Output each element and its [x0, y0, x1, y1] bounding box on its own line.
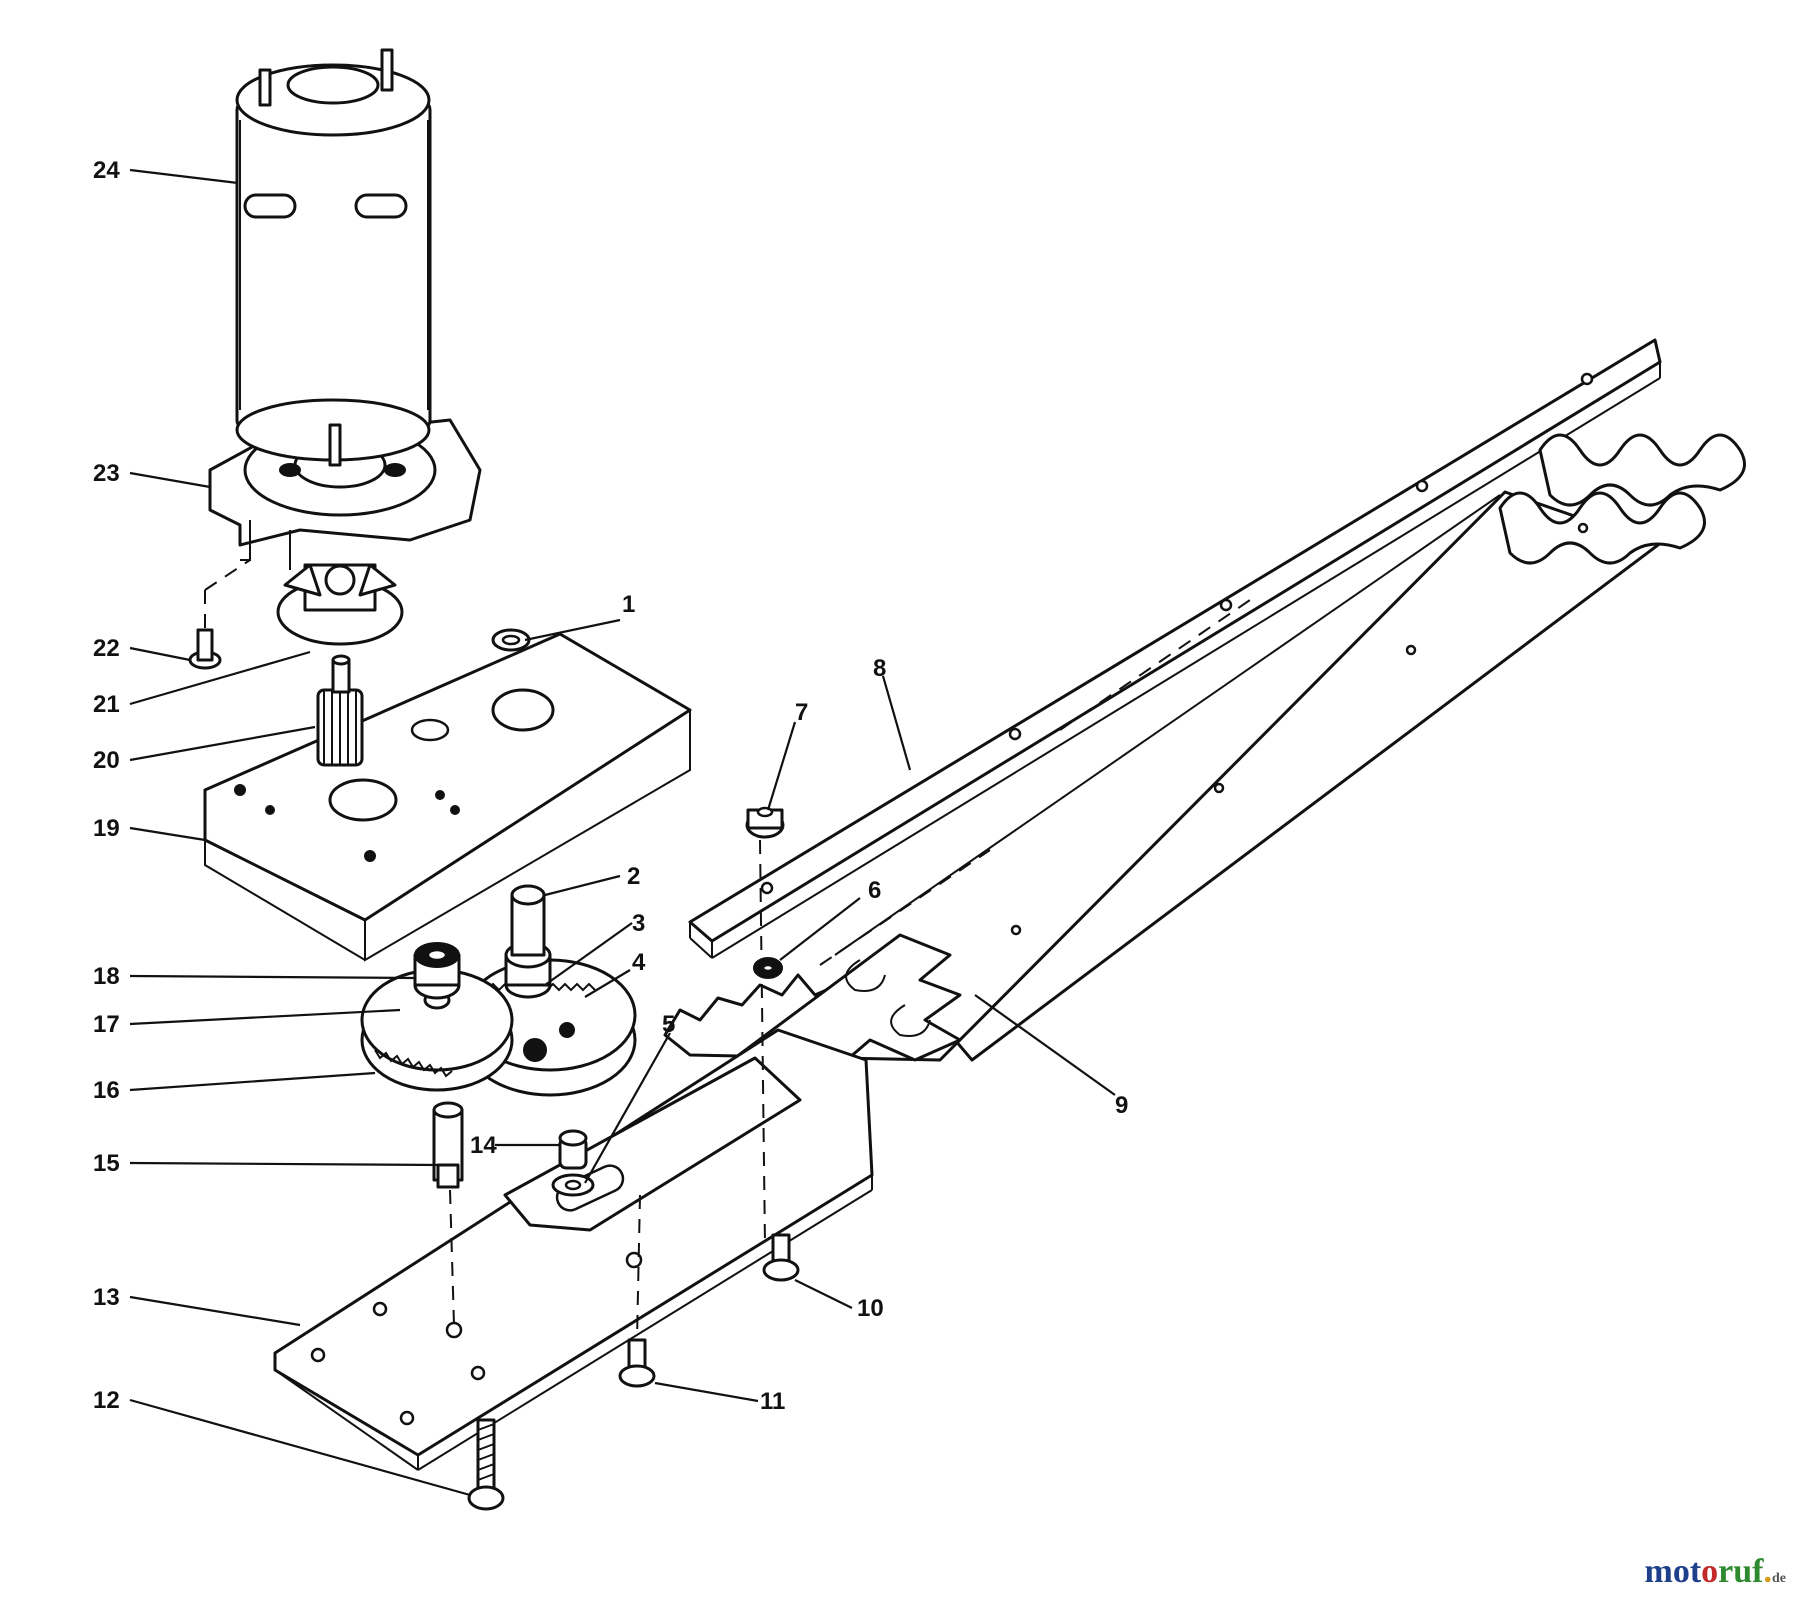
callout-7: 7	[795, 699, 808, 726]
watermark-part3: ruf	[1718, 1553, 1764, 1590]
screw-10	[762, 1233, 800, 1282]
upper-blade-bar	[688, 338, 1662, 959]
callout-1: 1	[622, 591, 635, 618]
callout-10: 10	[857, 1295, 884, 1322]
watermark-part4: .	[1763, 1553, 1773, 1590]
screw-12	[467, 1418, 505, 1511]
idler-gear	[360, 968, 514, 1092]
callout-4: 4	[632, 949, 646, 976]
watermark-part2: o	[1701, 1553, 1719, 1590]
leader-lines	[129, 168, 1116, 1497]
assembly-lines	[204, 559, 1251, 1341]
shaft-pin-2	[504, 884, 552, 999]
bushing-18	[413, 942, 461, 1000]
callout-5: 5	[662, 1011, 675, 1038]
callout-9: 9	[1115, 1092, 1128, 1119]
callout-8: 8	[873, 655, 886, 682]
callout-22: 22	[93, 635, 120, 662]
bearing-1	[491, 628, 531, 652]
pinion-holder	[276, 563, 404, 646]
callout-17: 17	[93, 1011, 120, 1038]
pinion-gear	[316, 654, 364, 767]
motor	[235, 48, 432, 467]
washer-6	[753, 957, 783, 979]
callout-13: 13	[93, 1284, 120, 1311]
callout-19: 19	[93, 815, 120, 842]
callout-11: 11	[760, 1388, 785, 1415]
callout-21: 21	[93, 691, 120, 718]
lower-cutting-blade	[663, 433, 1746, 1112]
callout-20: 20	[93, 747, 120, 774]
callout-24: 24	[93, 157, 120, 184]
gear-housing	[203, 632, 692, 962]
eccentric-pin-14	[551, 1129, 595, 1197]
callout-6: 6	[868, 877, 881, 904]
callout-15: 15	[93, 1150, 120, 1177]
screw-22	[188, 628, 222, 670]
callout-2: 2	[627, 863, 640, 890]
callout-labels: 24 23 22 21 20 19 18 17 16 15 13 12 1 2 …	[93, 157, 1128, 1415]
watermark-part1: mot	[1644, 1553, 1702, 1590]
callout-3: 3	[632, 910, 645, 937]
callout-16: 16	[93, 1077, 120, 1104]
callout-12: 12	[93, 1387, 120, 1414]
nut-7	[745, 806, 785, 839]
callout-14: 14	[470, 1132, 497, 1159]
watermark-tld: de	[1772, 1571, 1786, 1586]
callout-18: 18	[93, 963, 120, 990]
watermark-logo: motoruf.de	[1645, 1553, 1786, 1591]
screw-11	[618, 1338, 656, 1388]
pin-15	[432, 1101, 464, 1189]
callout-23: 23	[93, 460, 120, 487]
